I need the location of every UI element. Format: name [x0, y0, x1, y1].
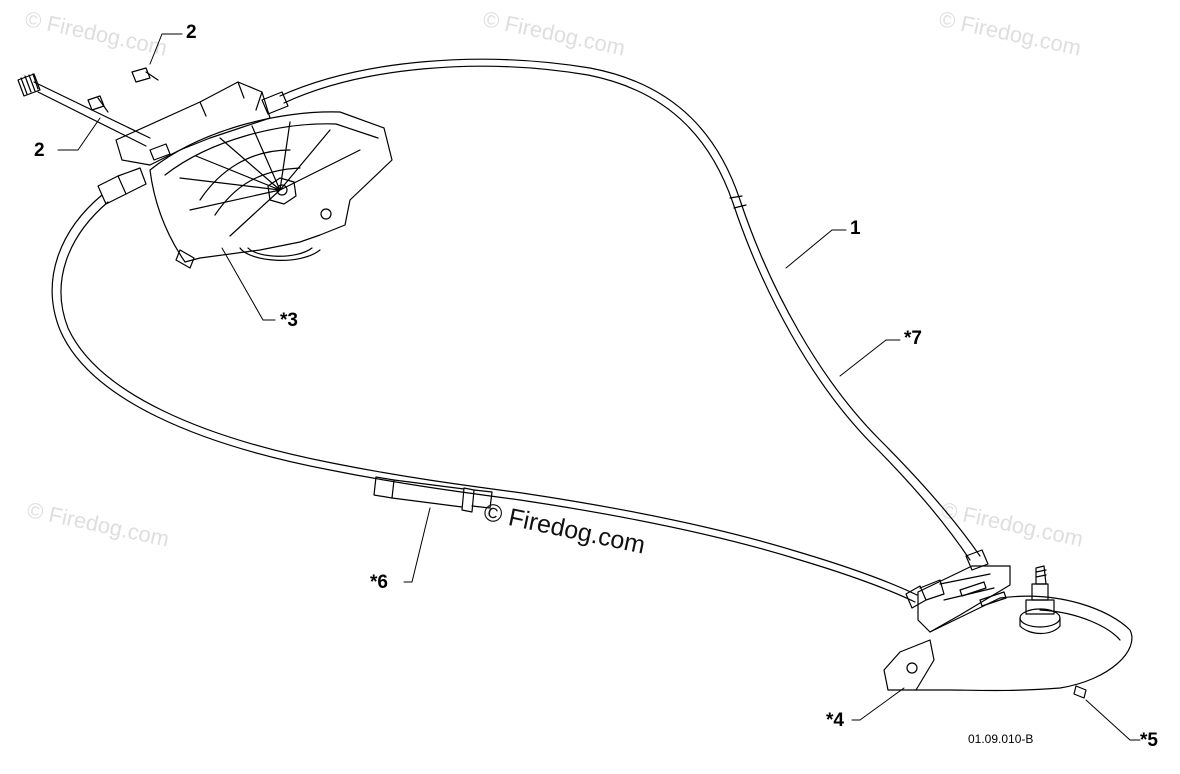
callout-2-top: 2 [186, 22, 197, 43]
cable-6-sleeves [373, 476, 493, 513]
leader-lines [57, 33, 1141, 741]
upper-assembly [17, 67, 393, 269]
callout-1: 1 [850, 218, 861, 239]
callout-6: *6 [370, 572, 388, 593]
callout-5: *5 [1140, 730, 1158, 751]
lower-assembly [883, 549, 1133, 699]
callout-2-left: 2 [34, 140, 45, 161]
callout-7: *7 [904, 328, 922, 349]
callout-3: *3 [280, 310, 298, 331]
drawing-code: 01.09.010-B [968, 732, 1034, 746]
cable-6 [51, 194, 918, 603]
callout-4: *4 [826, 710, 844, 731]
cable-7 [279, 58, 981, 561]
